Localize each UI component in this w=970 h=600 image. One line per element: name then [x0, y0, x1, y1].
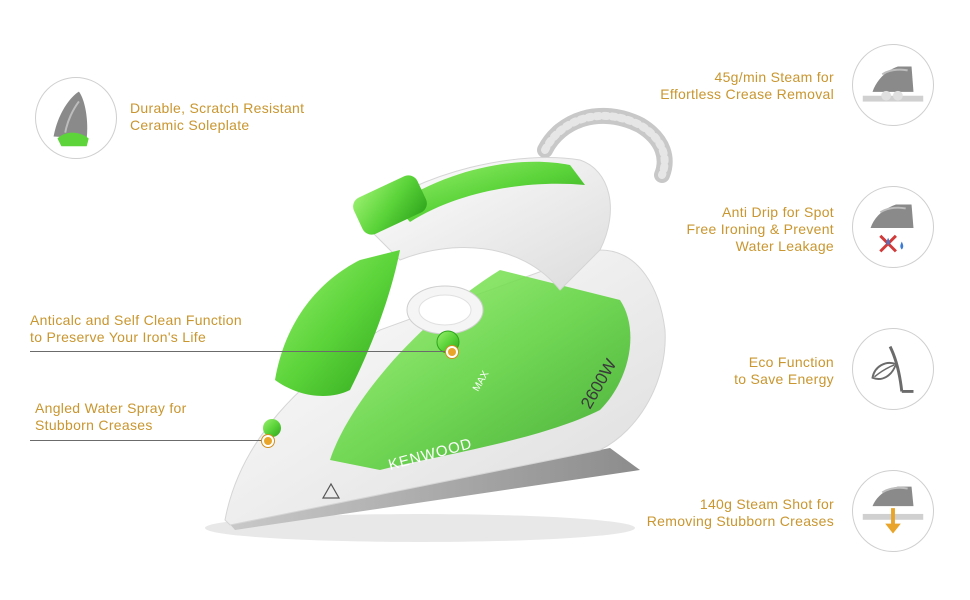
spray-leader-dot	[262, 435, 274, 447]
feature-antidrip-text: Anti Drip for Spot Free Ironing & Preven…	[686, 204, 834, 254]
feature-steam-text: 45g/min Steam for Effortless Crease Remo…	[660, 69, 834, 102]
feature-spray-text: Angled Water Spray for Stubborn Creases	[35, 400, 187, 433]
feature-eco-text: Eco Function to Save Energy	[734, 354, 834, 387]
anticalc-leader-line	[30, 351, 450, 352]
iron-control-tower	[275, 250, 400, 396]
eco-leaf-icon	[852, 328, 934, 410]
iron-shadow	[205, 514, 635, 542]
feature-soleplate-text: Durable, Scratch Resistant Ceramic Solep…	[130, 100, 305, 133]
feature-shot-text: 140g Steam Shot for Removing Stubborn Cr…	[646, 496, 834, 529]
soleplate-icon	[35, 77, 117, 159]
iron-water-tank	[330, 270, 631, 470]
spray-leader-line	[30, 440, 266, 441]
steam-shot-button	[353, 175, 427, 235]
safety-triangle-icon	[321, 482, 341, 499]
anti-drip-icon	[852, 186, 934, 268]
iron-handle-grip	[395, 161, 585, 222]
steam-shot-icon	[852, 470, 934, 552]
feature-anticalc-text: Anticalc and Self Clean Function to Pres…	[30, 312, 242, 345]
anticalc-leader-dot	[446, 346, 458, 358]
iron-soleplate	[228, 448, 640, 530]
steam-icon	[852, 44, 934, 126]
spray-nozzle	[263, 419, 281, 437]
